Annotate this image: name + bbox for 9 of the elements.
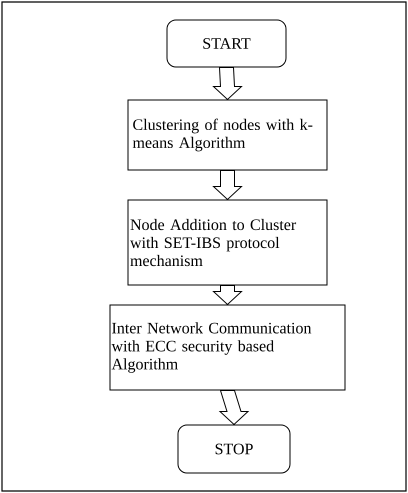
process-box: Node Addition to Cluster with SET-IBS protocol mechanism	[128, 200, 328, 286]
process-box: Clustering of nodes with k-means Algorithm	[128, 100, 328, 170]
terminal-box: START	[166, 20, 286, 68]
block-arrow	[212, 170, 243, 200]
block-arrow	[218, 390, 250, 426]
terminal-box: STOP	[178, 424, 290, 474]
process-box: Inter Network Communication with ECC security based Algorithm	[110, 304, 346, 390]
block-arrow	[212, 67, 243, 100]
block-arrow	[212, 285, 243, 306]
